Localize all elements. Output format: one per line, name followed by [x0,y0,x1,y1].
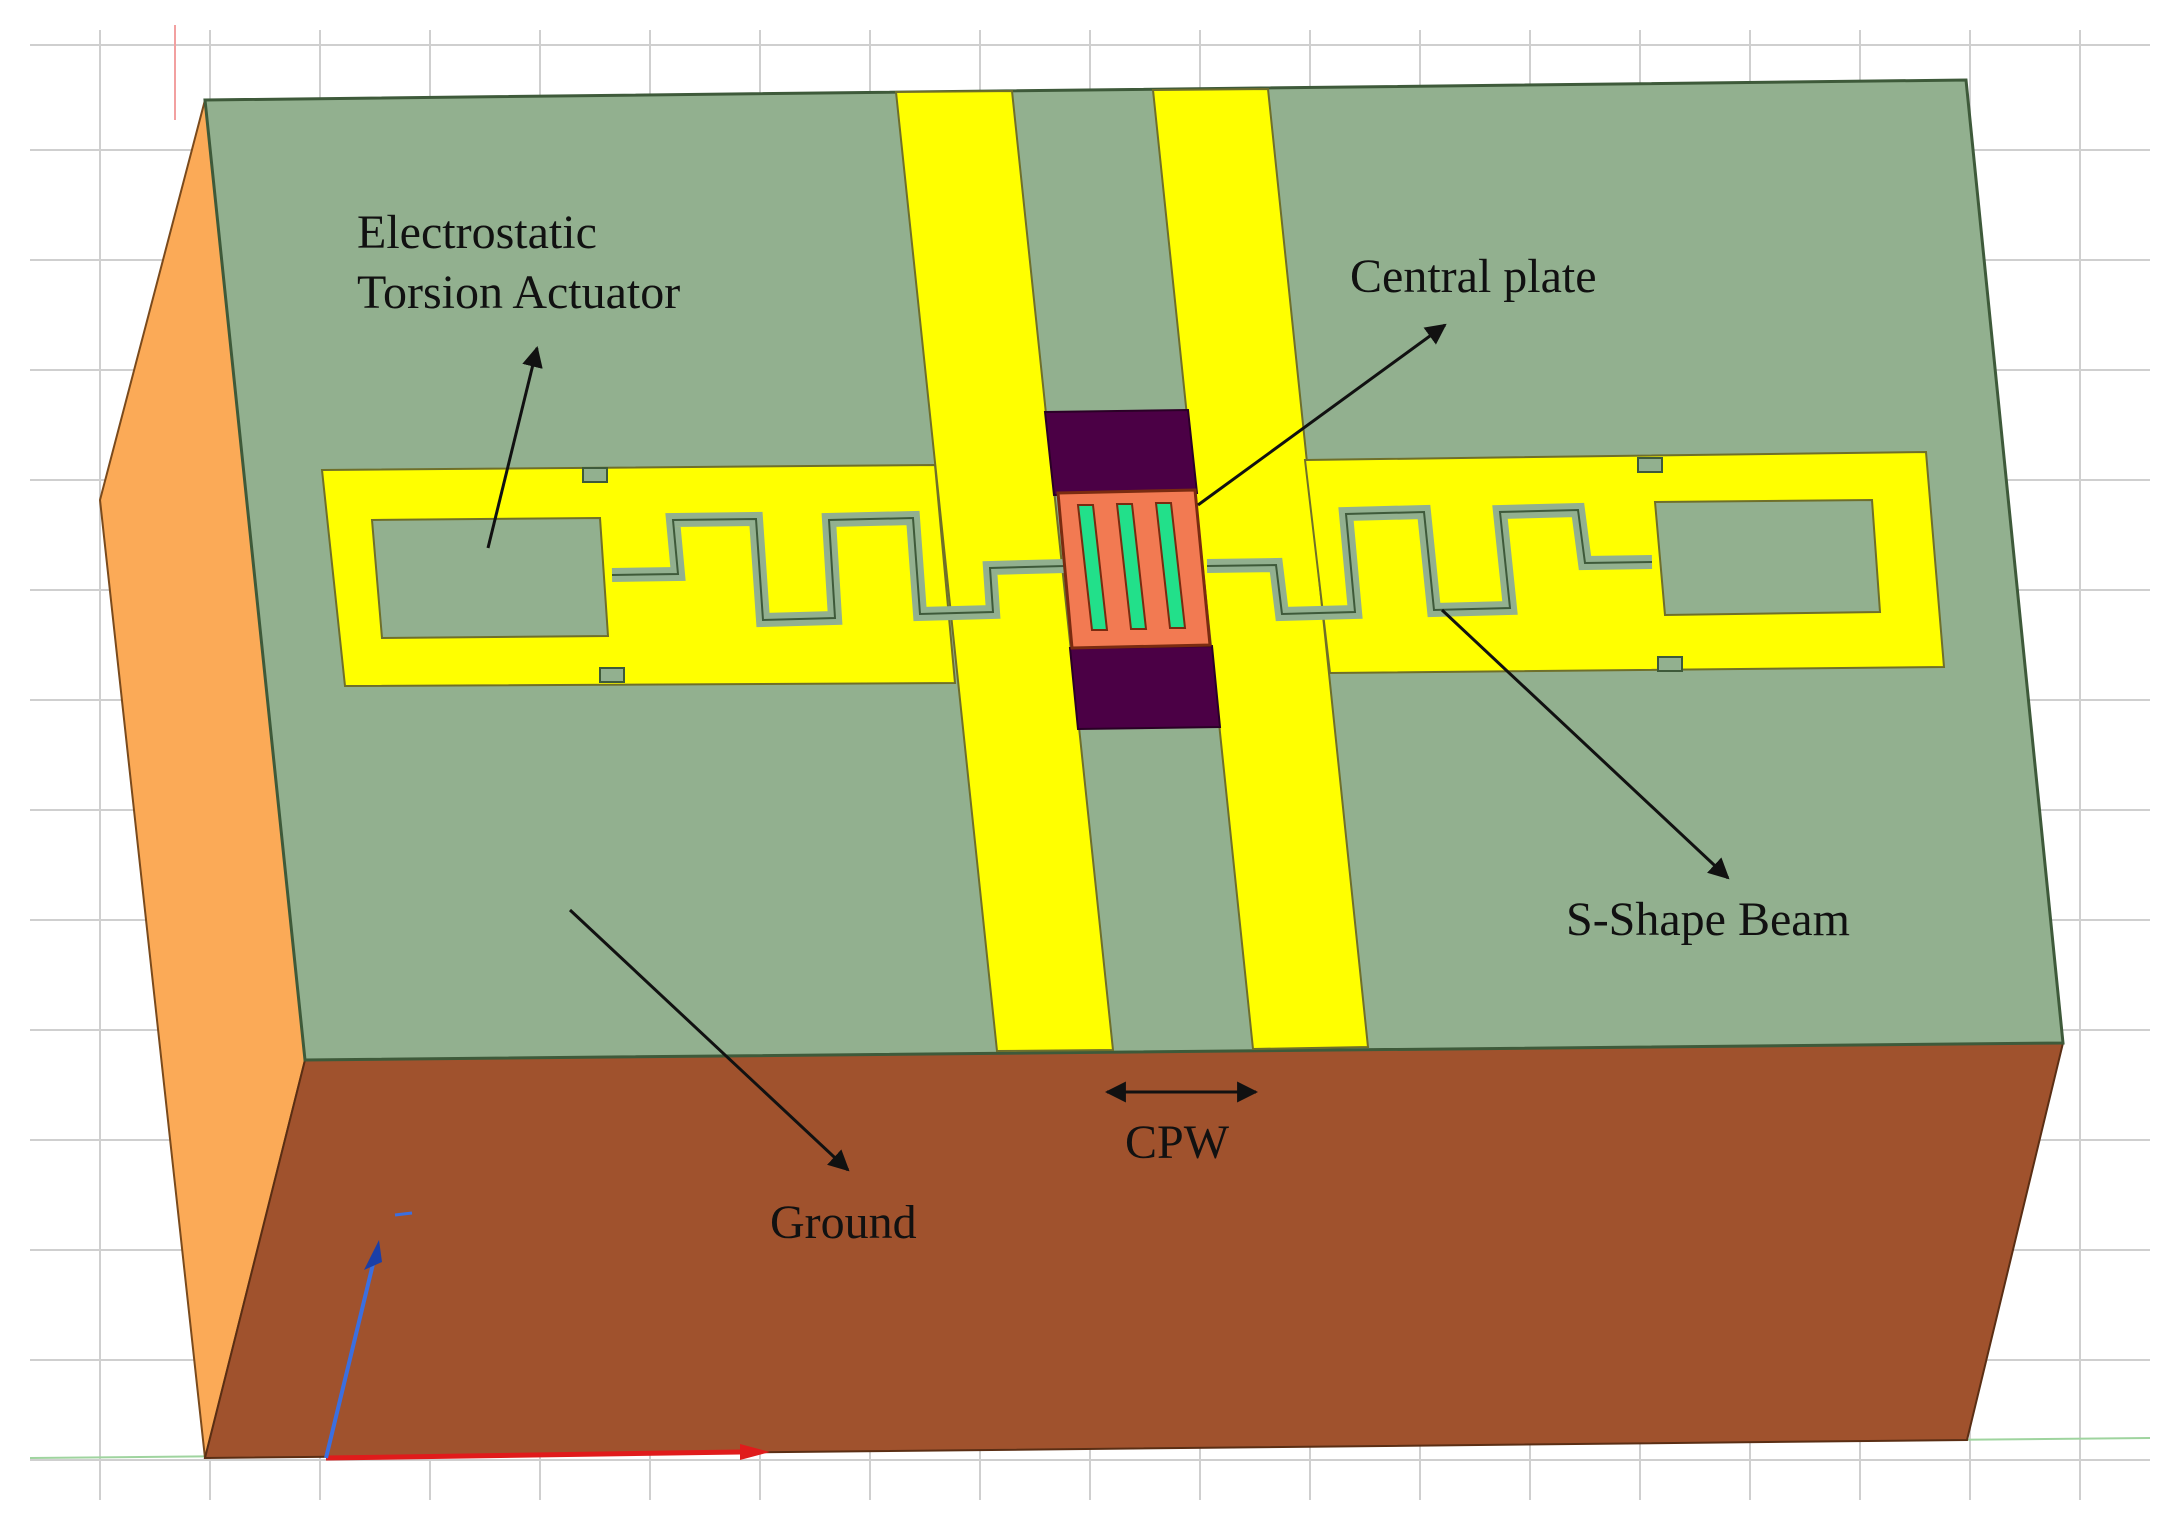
anchor-right-bottom [1657,656,1683,672]
dielectric-pad-top [1043,408,1199,497]
left-s-shape-beam-edge [611,516,1066,622]
label-ground: Ground [770,1196,917,1249]
x-axis [325,1449,741,1461]
annotation-arrows [486,323,1730,1172]
y-axis-stub [394,1211,413,1217]
coordinate-axes [324,1211,770,1461]
label-central-plate: Central plate [1350,250,1597,303]
central-plate-slots [1076,502,1187,631]
plate-slot-1 [1076,504,1109,631]
s-shape-beam-arrow [1440,608,1730,880]
dielectric-pad-bottom [1068,644,1222,731]
right-s-shape-beam-edge [1206,508,1653,616]
ground-arrow [568,908,850,1172]
label-torsion-actuator: Torsion Actuator [357,266,680,319]
anchor-right-top [1637,457,1663,473]
beam-anchors [582,457,1683,683]
x-axis-arrowhead [740,1444,770,1460]
z-axis [324,1263,375,1459]
substrate-front-face [203,1041,2065,1460]
z-axis-arrowhead [364,1240,382,1270]
anchor-left-top [582,467,608,483]
plate-slot-2 [1115,503,1148,630]
label-electrostatic: Electrostatic [357,206,597,259]
label-s-shape-beam: S-Shape Beam [1566,893,1850,946]
plate-slot-3 [1154,502,1187,629]
anchor-left-bottom [599,667,625,683]
central-plate-arrow [1197,323,1447,507]
label-cpw: CPW [1125,1116,1230,1169]
actuator-arrow [486,345,543,549]
